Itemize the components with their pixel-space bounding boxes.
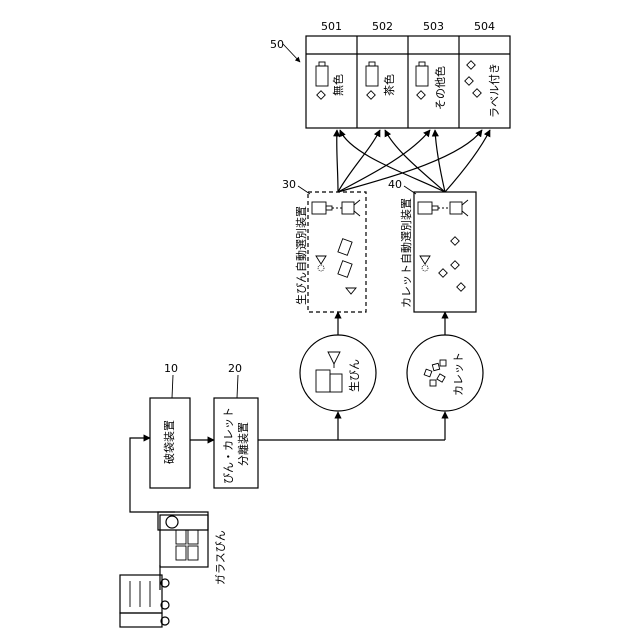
bin-504-label: ラベル付き	[488, 63, 501, 118]
sorter-to-bins-arrows	[337, 130, 490, 192]
glass-bottle-bag-icon	[158, 512, 208, 567]
cullet-sorter-fragments-icon	[420, 237, 465, 291]
raw-bottle-sorter-box	[308, 192, 366, 312]
cullet-sorter-computer-icon	[418, 200, 468, 216]
raw-bottle-sorter-ref: 30	[282, 178, 296, 191]
separator-leader	[237, 375, 238, 398]
raw-sorter-computer-icon	[312, 200, 360, 216]
separator-ref: 20	[228, 362, 242, 375]
separator-label-line1: びん・カレット	[222, 407, 235, 484]
raw-bottle-circle	[300, 335, 376, 411]
raw-bottle-sorter-label: 生びん自動選別装置	[294, 206, 308, 305]
cullet-sorter-leader	[404, 186, 416, 194]
glass-bottles-label: ガラスびん	[214, 530, 227, 585]
raw-sorter-bottles-icon	[316, 239, 356, 294]
crusher-label: 破袋装置	[162, 420, 176, 464]
bin-503-ref: 503	[423, 20, 444, 33]
bin-503-label: その他色	[433, 66, 447, 110]
cullet-sorter-ref: 40	[388, 178, 402, 191]
bin-502-bottle-icon	[366, 62, 378, 99]
cullet-sorter-box	[414, 192, 476, 312]
cullet-icon	[424, 360, 446, 386]
crusher-ref: 10	[164, 362, 178, 375]
truck-icon	[120, 575, 169, 627]
raw-bottle-label: 生びん	[347, 359, 361, 392]
bin-501-bottle-icon	[316, 62, 328, 99]
figure-number: 50	[270, 38, 284, 51]
raw-sorter-leader	[298, 186, 310, 194]
bin-502-ref: 502	[372, 20, 393, 33]
separator-box	[214, 398, 258, 488]
bin-502-label: 茶色	[382, 74, 396, 96]
raw-bottle-icon	[316, 352, 342, 392]
bin-501-label: 無色	[331, 74, 345, 96]
bin-501-ref: 501	[321, 20, 342, 33]
bin-504-fragments-icon	[465, 61, 481, 97]
crusher-leader	[172, 375, 173, 398]
figure-number-leader	[283, 44, 300, 62]
separator-label-line2: 分離装置	[236, 422, 250, 466]
cullet-sorter-label: カレット自動選別装置	[399, 198, 413, 308]
bin-504-ref: 504	[474, 20, 495, 33]
bin-503-bottle-icon	[416, 62, 428, 99]
cullet-label: カレット	[452, 352, 465, 396]
cullet-circle	[407, 335, 483, 411]
